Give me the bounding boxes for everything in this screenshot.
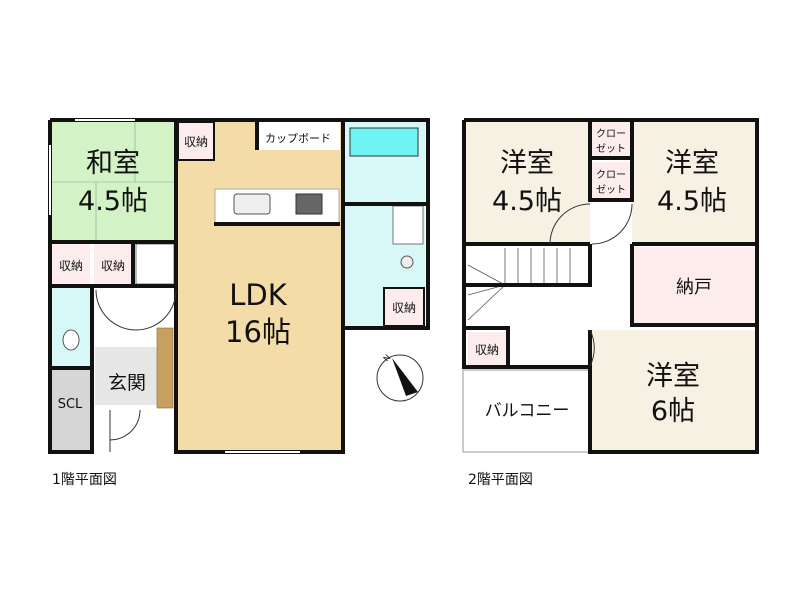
toilet-room <box>52 288 90 366</box>
storage-left2 <box>94 244 132 284</box>
washitsu-name: 和室 <box>86 148 140 179</box>
storage-wash-label: 収納 <box>392 301 416 315</box>
closet1 <box>590 121 632 158</box>
ldk-room <box>176 122 342 450</box>
stove-icon <box>295 193 323 215</box>
closet2-label-1: クロー <box>596 169 626 181</box>
entrance-door <box>109 409 141 452</box>
bathtub-icon <box>349 127 419 157</box>
sink-icon <box>233 193 271 215</box>
storage-2f-label: 収納 <box>475 343 499 357</box>
floor-1-caption: 1階平面図 <box>52 472 117 488</box>
floor-2-plan <box>462 118 759 454</box>
storage-left1-label: 収納 <box>59 259 83 273</box>
ldk-size: 16帖 <box>225 315 291 349</box>
balcony <box>462 369 590 453</box>
ldk-name: LDK <box>229 278 287 312</box>
bedroom1-size: 4.5帖 <box>492 186 562 217</box>
cupboard <box>258 122 340 150</box>
floor-2-caption: 2階平面図 <box>468 472 533 488</box>
bedroom2 <box>632 120 756 244</box>
floor-2-walls <box>462 118 759 454</box>
bedroom2-size: 4.5帖 <box>657 186 727 217</box>
bedroom2-name: 洋室 <box>665 148 719 179</box>
storage-wash <box>383 287 425 327</box>
storage-left1 <box>52 244 90 284</box>
closet1-label-1: クロー <box>596 128 626 140</box>
storage-top <box>177 121 215 161</box>
cupboard-label: カップボード <box>265 132 331 145</box>
washitsu-size: 4.5帖 <box>78 186 148 217</box>
compass-label: N <box>382 353 393 363</box>
floor-1-walls <box>48 118 430 454</box>
scl-label: SCL <box>58 397 83 412</box>
storage-top-label: 収納 <box>184 135 208 149</box>
closet2 <box>590 162 632 202</box>
hall-doors <box>95 289 177 331</box>
floor-1-plan <box>48 118 430 454</box>
closet2-label-2: ゼット <box>596 184 626 196</box>
north-arrow-icon: N <box>376 353 424 402</box>
toilet-icon <box>62 329 80 351</box>
storage-left2-label: 収納 <box>101 259 125 273</box>
bedroom3-size: 6帖 <box>651 396 695 427</box>
balcony-label: バルコニー <box>485 401 570 421</box>
storage-2f <box>468 332 506 366</box>
shoe-shelf <box>156 327 174 409</box>
nando-label: 納戸 <box>676 277 712 298</box>
bedroom1-name: 洋室 <box>500 148 554 179</box>
bedroom3 <box>590 330 756 450</box>
nando-room <box>633 247 755 325</box>
washing-machine-icon <box>400 255 414 269</box>
genkan-floor <box>95 347 157 405</box>
room-doors <box>549 203 633 367</box>
washbasin-icon <box>392 205 424 245</box>
bedroom1 <box>466 120 590 244</box>
closet1-label-2: ゼット <box>596 143 626 155</box>
genkan-label: 玄関 <box>108 372 146 394</box>
stair-1f <box>135 243 175 285</box>
scl-room <box>52 370 92 450</box>
bedroom3-name: 洋室 <box>646 361 700 392</box>
